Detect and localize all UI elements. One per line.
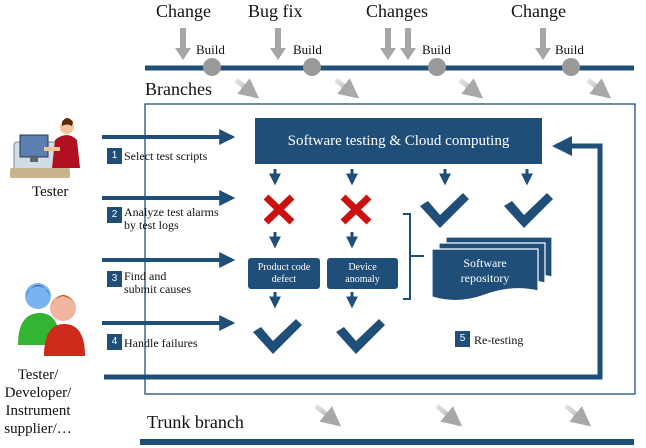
build-label-2: Build <box>293 42 322 57</box>
build-label-4: Build <box>555 42 584 57</box>
change-label-1: Change <box>156 1 211 21</box>
box-line: repository <box>460 271 510 285</box>
bug-fix-label: Bug fix <box>248 1 303 21</box>
product-code-defect-box: Product code defect <box>248 258 320 289</box>
repository-label: Software repository <box>432 256 538 286</box>
team-icon <box>18 283 85 356</box>
step-line: by test logs <box>124 218 179 232</box>
trunk-branch-label: Trunk branch <box>147 412 244 432</box>
fail-cross-icon <box>263 194 372 225</box>
box-line: defect <box>271 273 297 285</box>
change-label-2: Change <box>511 1 566 21</box>
step-line: submit causes <box>124 282 191 296</box>
repository-icon <box>431 236 553 302</box>
step-number-3: 3 <box>107 271 122 287</box>
cloud-down-arrows <box>269 169 533 309</box>
build-label-3: Build <box>422 42 451 57</box>
cloud-testing-box: Software testing & Cloud computing <box>255 118 542 164</box>
step-text-2: Analyze test alarms by test logs <box>124 206 219 232</box>
box-line: Software <box>463 256 507 270</box>
build-dots <box>203 58 580 76</box>
team-label: Tester/ Developer/ Instrument supplier/… <box>4 366 72 438</box>
branch-diagonal-arrows <box>234 78 612 99</box>
team-label-line: supplier/… <box>4 421 72 437</box>
changes-label: Changes <box>366 1 428 21</box>
step-text-1: Select test scripts <box>124 150 207 163</box>
tester-label: Tester <box>32 184 69 200</box>
step-number-4: 4 <box>107 334 122 350</box>
cause-bracket <box>403 213 424 300</box>
device-anomaly-box: Device anomaly <box>327 258 398 289</box>
step-line: Handle failures <box>124 336 198 350</box>
step-text-3: Find and submit causes <box>124 270 191 296</box>
retest-loop-arrow <box>104 136 603 380</box>
team-label-line: Instrument <box>5 403 71 419</box>
step-text-4: Handle failures <box>124 337 198 350</box>
change-arrows <box>175 28 551 60</box>
tester-icon <box>10 118 80 178</box>
step-line: Select test scripts <box>124 149 208 163</box>
step-line: Re-testing <box>474 333 524 347</box>
step-number-1: 1 <box>107 148 122 164</box>
box-line: Product code <box>257 261 311 273</box>
step-text-5: Re-testing <box>474 334 523 347</box>
trunk-diagonal-arrows <box>314 404 592 427</box>
box-line: Device <box>348 261 377 273</box>
main-frame <box>144 103 636 395</box>
team-label-line: Developer/ <box>4 385 72 401</box>
step-number-5: 5 <box>455 331 470 347</box>
build-label-1: Build <box>196 42 225 57</box>
branches-label: Branches <box>145 79 212 99</box>
box-line: anomaly <box>345 273 380 285</box>
step-line: Analyze test alarms <box>124 205 219 219</box>
pass-check-icon <box>253 193 553 354</box>
step-line: Find and <box>124 269 167 283</box>
team-label-line: Tester/ <box>17 367 59 383</box>
step-number-2: 2 <box>107 207 122 223</box>
step-input-arrows <box>102 129 236 331</box>
